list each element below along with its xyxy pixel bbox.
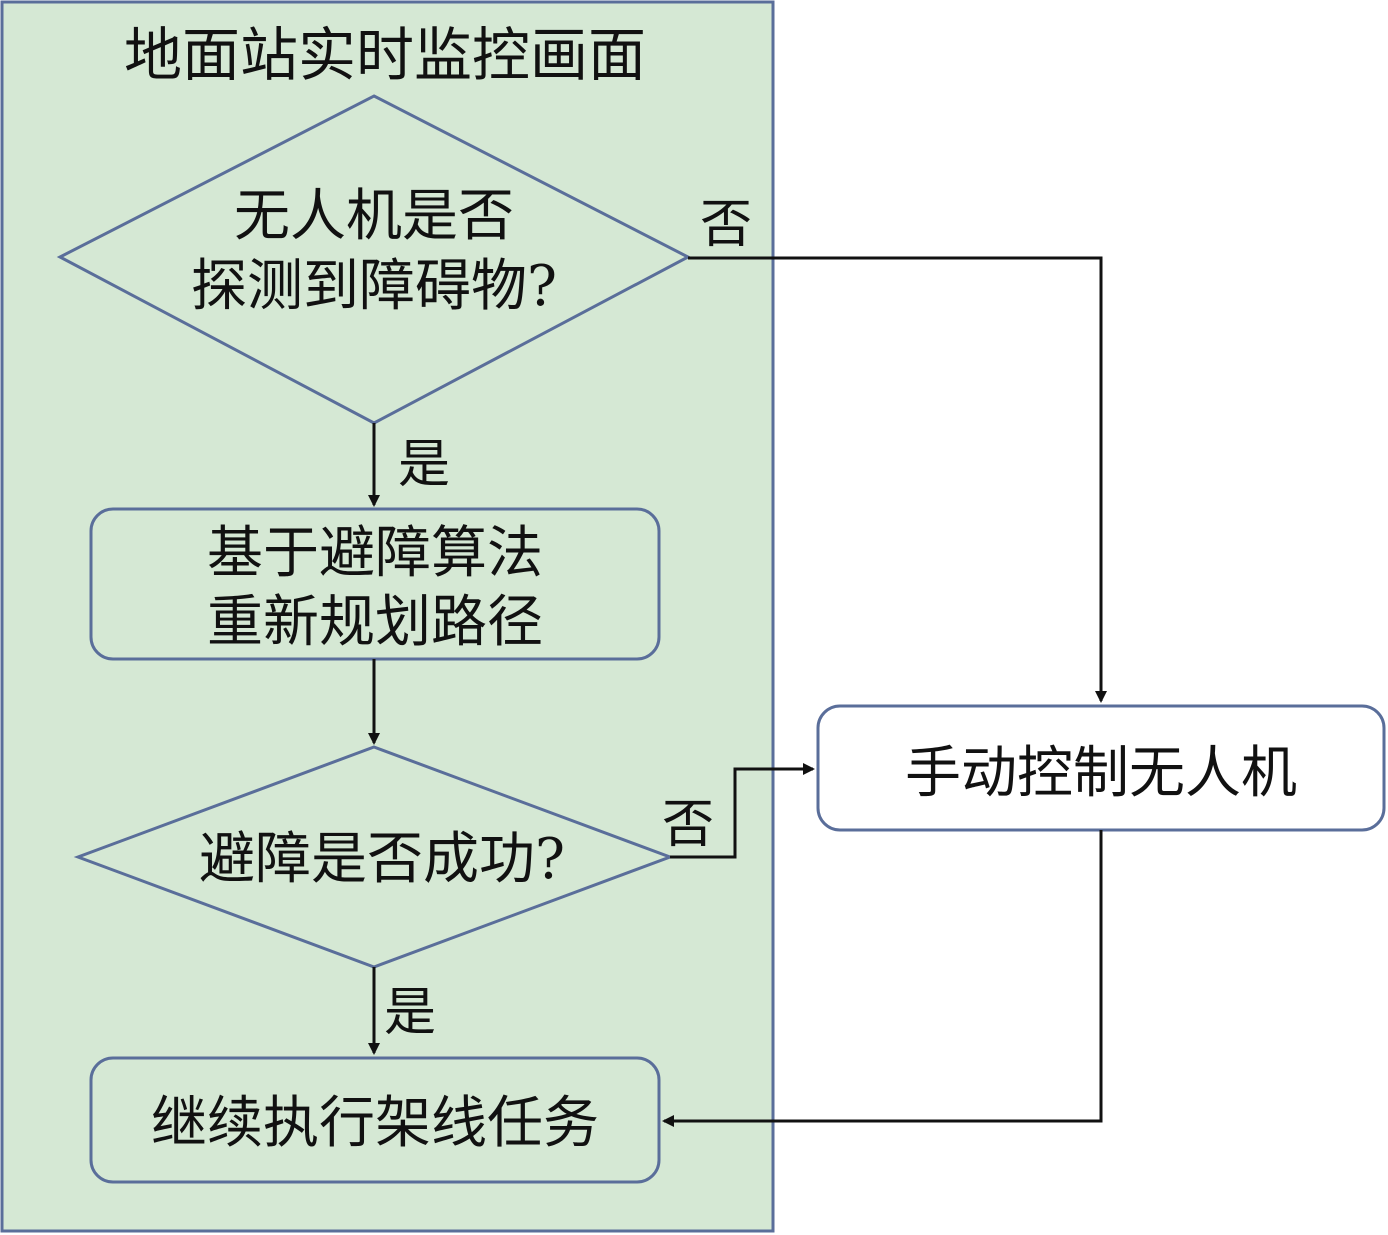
edge-avoid-to-manual <box>670 763 815 859</box>
edge-label-detect-yes: 是 <box>398 435 450 495</box>
decision-detect-line1: 无人机是否 <box>234 184 514 249</box>
decision-avoid-line1: 避障是否成功? <box>199 827 565 892</box>
edge-detect-to-manual <box>688 256 1107 703</box>
process-manual-line1: 手动控制无人机 <box>905 741 1297 806</box>
decision-detect-line2: 探测到障碍物? <box>191 254 557 319</box>
edge-label-avoid-yes: 是 <box>384 983 436 1043</box>
process-continue-task <box>89 1056 661 1184</box>
group-title: 地面站实时监控画面 <box>124 21 646 89</box>
edge-label-avoid-no: 否 <box>662 795 714 855</box>
process-continue-line1: 继续执行架线任务 <box>151 1091 599 1156</box>
edge-label-detect-no: 否 <box>700 195 752 255</box>
process-replan-line1: 基于避障算法 <box>207 521 543 586</box>
process-replan-line2: 重新规划路径 <box>207 590 543 655</box>
edge-manual-to-continue <box>662 830 1103 1127</box>
